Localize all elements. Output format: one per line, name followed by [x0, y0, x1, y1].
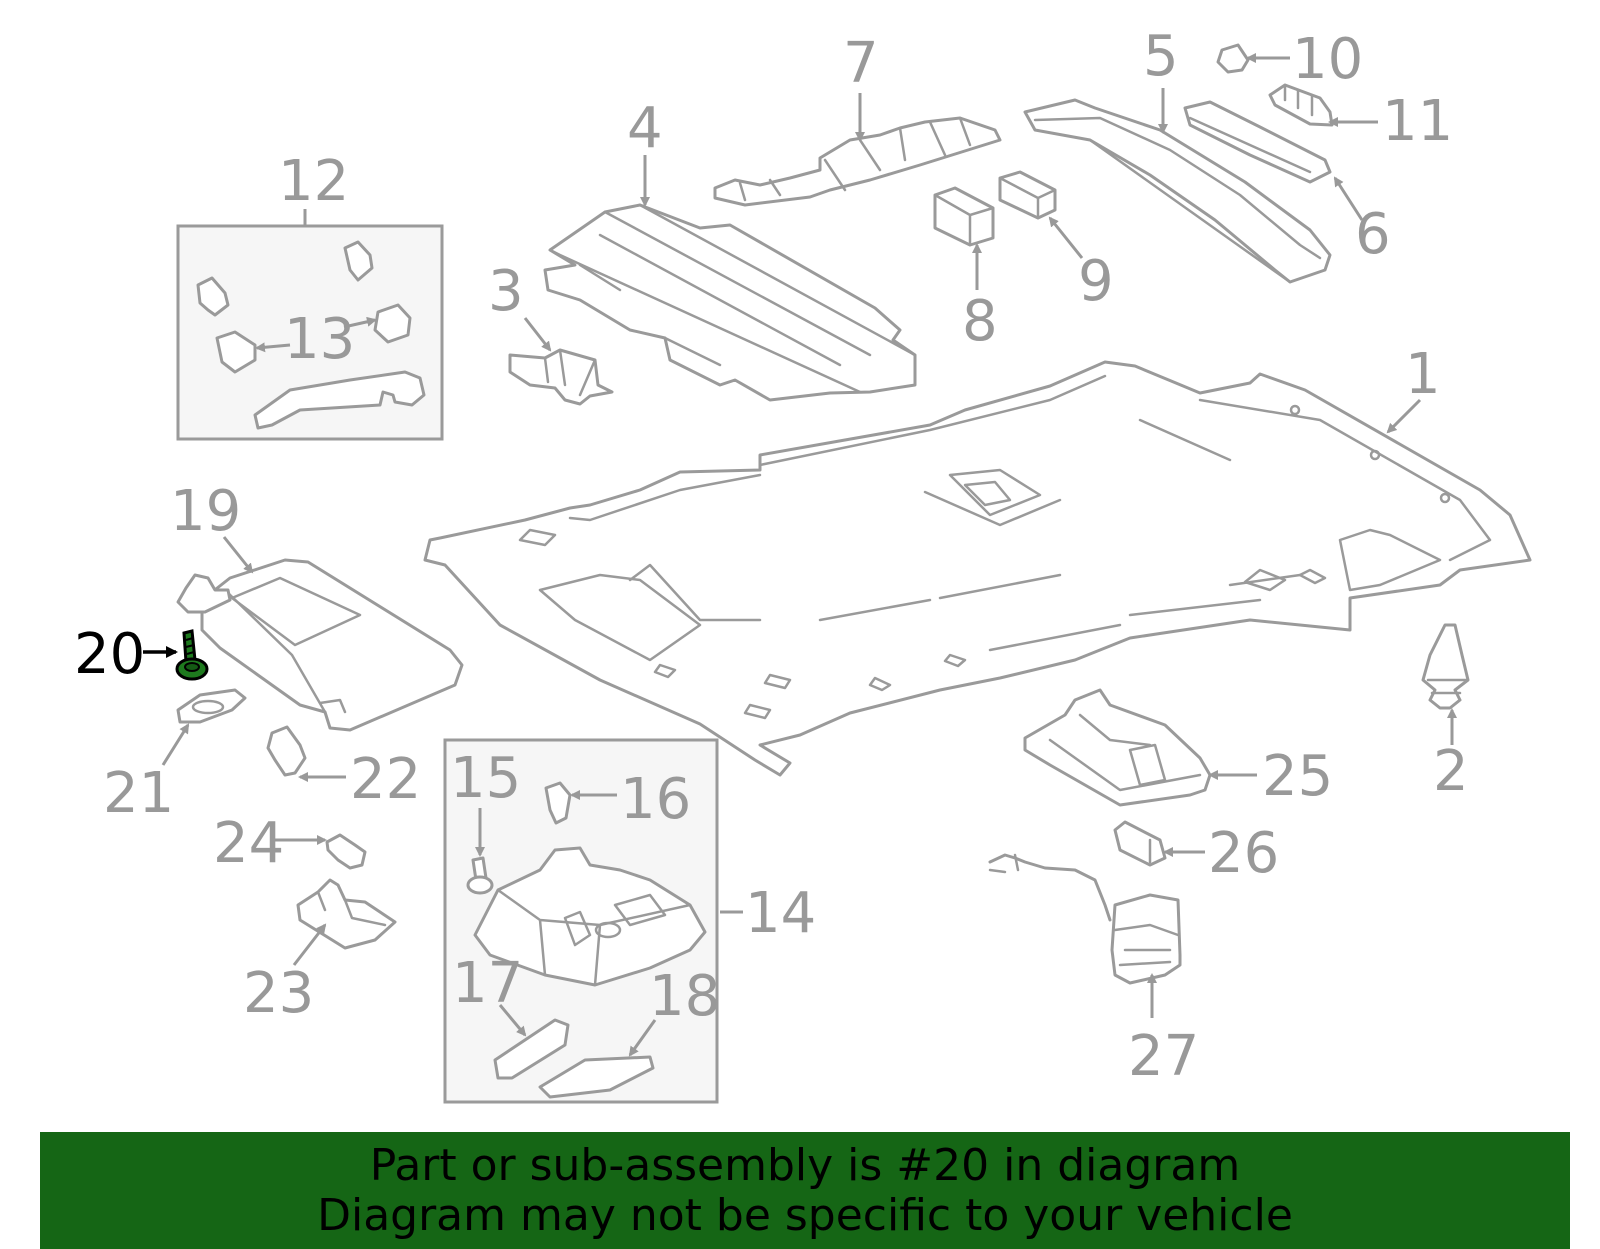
callout-9: 9: [1078, 249, 1114, 314]
callout-17: 17: [452, 951, 523, 1016]
callout-5: 5: [1143, 24, 1179, 89]
callout-11: 11: [1382, 89, 1453, 154]
callout-13: 13: [284, 307, 355, 372]
callout-26: 26: [1208, 821, 1279, 886]
callout-23: 23: [243, 961, 314, 1026]
leader-lines: [143, 53, 1457, 1057]
callout-14: 14: [745, 881, 816, 946]
lens-part-18: [538, 1055, 655, 1099]
lamp-part-23: [296, 878, 397, 950]
clip-part-13: [196, 240, 412, 374]
clip-part-16: [544, 781, 572, 825]
headliner-part: [423, 360, 1532, 777]
callout-22: 22: [350, 747, 421, 812]
banner-line-2: Diagram may not be specific to your vehi…: [317, 1189, 1293, 1241]
callout-8: 8: [962, 289, 998, 354]
callout-6: 6: [1355, 202, 1391, 267]
pad-part-4: [543, 203, 917, 402]
callout-21: 21: [103, 761, 174, 826]
callout-27: 27: [1128, 1024, 1199, 1089]
block-part-8: [933, 186, 995, 247]
callout-12: 12: [278, 149, 349, 214]
banner-line-1: Part or sub-assembly is #20 in diagram: [369, 1139, 1241, 1191]
callout-18: 18: [649, 964, 720, 1029]
lens-part-17: [493, 1018, 570, 1080]
callout-7: 7: [843, 31, 879, 96]
callout-labels: 1 2 3 4 5 6 7 8 9 10 11 12 13 14 15 16 1…: [74, 24, 1469, 1089]
pad-part-6: [1183, 100, 1332, 184]
callout-15: 15: [450, 746, 521, 811]
clip-part-22: [266, 725, 307, 777]
holder-part-21: [176, 688, 247, 724]
console-lamp-part-14: [473, 846, 707, 987]
callout-24: 24: [213, 811, 284, 876]
wire-harness-part-27: [988, 853, 1182, 985]
beam-part-5: [1023, 98, 1332, 284]
info-banner: Part or sub-assembly is #20 in diagram D…: [40, 1132, 1570, 1249]
screw-part-15: [466, 856, 494, 895]
switch-part-26: [1113, 820, 1167, 867]
map-lamp-part-25: [1023, 688, 1212, 807]
callout-4: 4: [627, 96, 663, 161]
assist-grip-part-12: [253, 370, 426, 430]
callout-2: 2: [1433, 739, 1469, 804]
callout-19: 19: [170, 479, 241, 544]
callout-3: 3: [488, 259, 524, 324]
callout-16: 16: [620, 767, 691, 832]
bracket-part-7: [713, 116, 1002, 207]
callout-1: 1: [1405, 342, 1441, 407]
clip-part-2: [1421, 623, 1470, 710]
callout-25: 25: [1262, 744, 1333, 809]
callout-20: 20: [74, 622, 145, 687]
bracket-part-3: [508, 348, 614, 406]
callout-10: 10: [1292, 27, 1363, 92]
sun-visor-part-19: [176, 558, 464, 732]
block-part-9: [998, 170, 1057, 220]
clip-part-10: [1216, 43, 1250, 74]
bulb-part-24: [325, 833, 367, 870]
screw-part-20: [175, 629, 209, 681]
